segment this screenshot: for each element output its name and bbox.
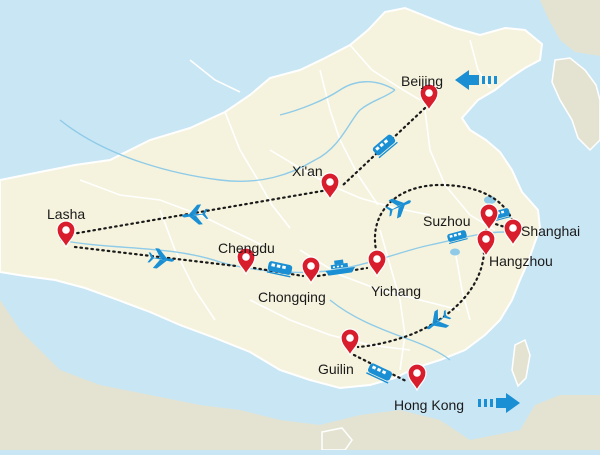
city-label-hong-kong: Hong Kong [394,397,464,413]
city-label-xian: Xi'an [292,163,323,179]
tour-routes [70,106,515,384]
rivers [59,81,506,361]
exit-arrow-icon [478,393,520,413]
lake [450,248,460,256]
hainan-island [321,427,353,451]
lake [484,196,496,204]
route-hangzhou-guilin [356,250,486,349]
city-label-guilin: Guilin [318,361,354,377]
city-label-shanghai: Shanghai [521,223,580,239]
route-lasha-chengdu [73,245,238,268]
city-label-lasha: Lasha [47,206,85,222]
city-label-chengdu: Chengdu [218,240,275,256]
city-label-yichang: Yichang [371,283,421,299]
route-guilin-hongkong [352,353,410,384]
route-xian-lasha [70,188,330,236]
city-label-hangzhou: Hangzhou [489,253,553,269]
taiwan-island [511,338,531,388]
city-label-chongqing: Chongqing [258,289,326,305]
route-yichang-shanghai [373,183,515,260]
entry-arrow-icon [455,70,497,90]
korea-land [551,57,600,152]
china-land [0,6,544,390]
city-label-suzhou: Suzhou [423,213,470,229]
city-label-beijing: Beijing [401,73,443,89]
